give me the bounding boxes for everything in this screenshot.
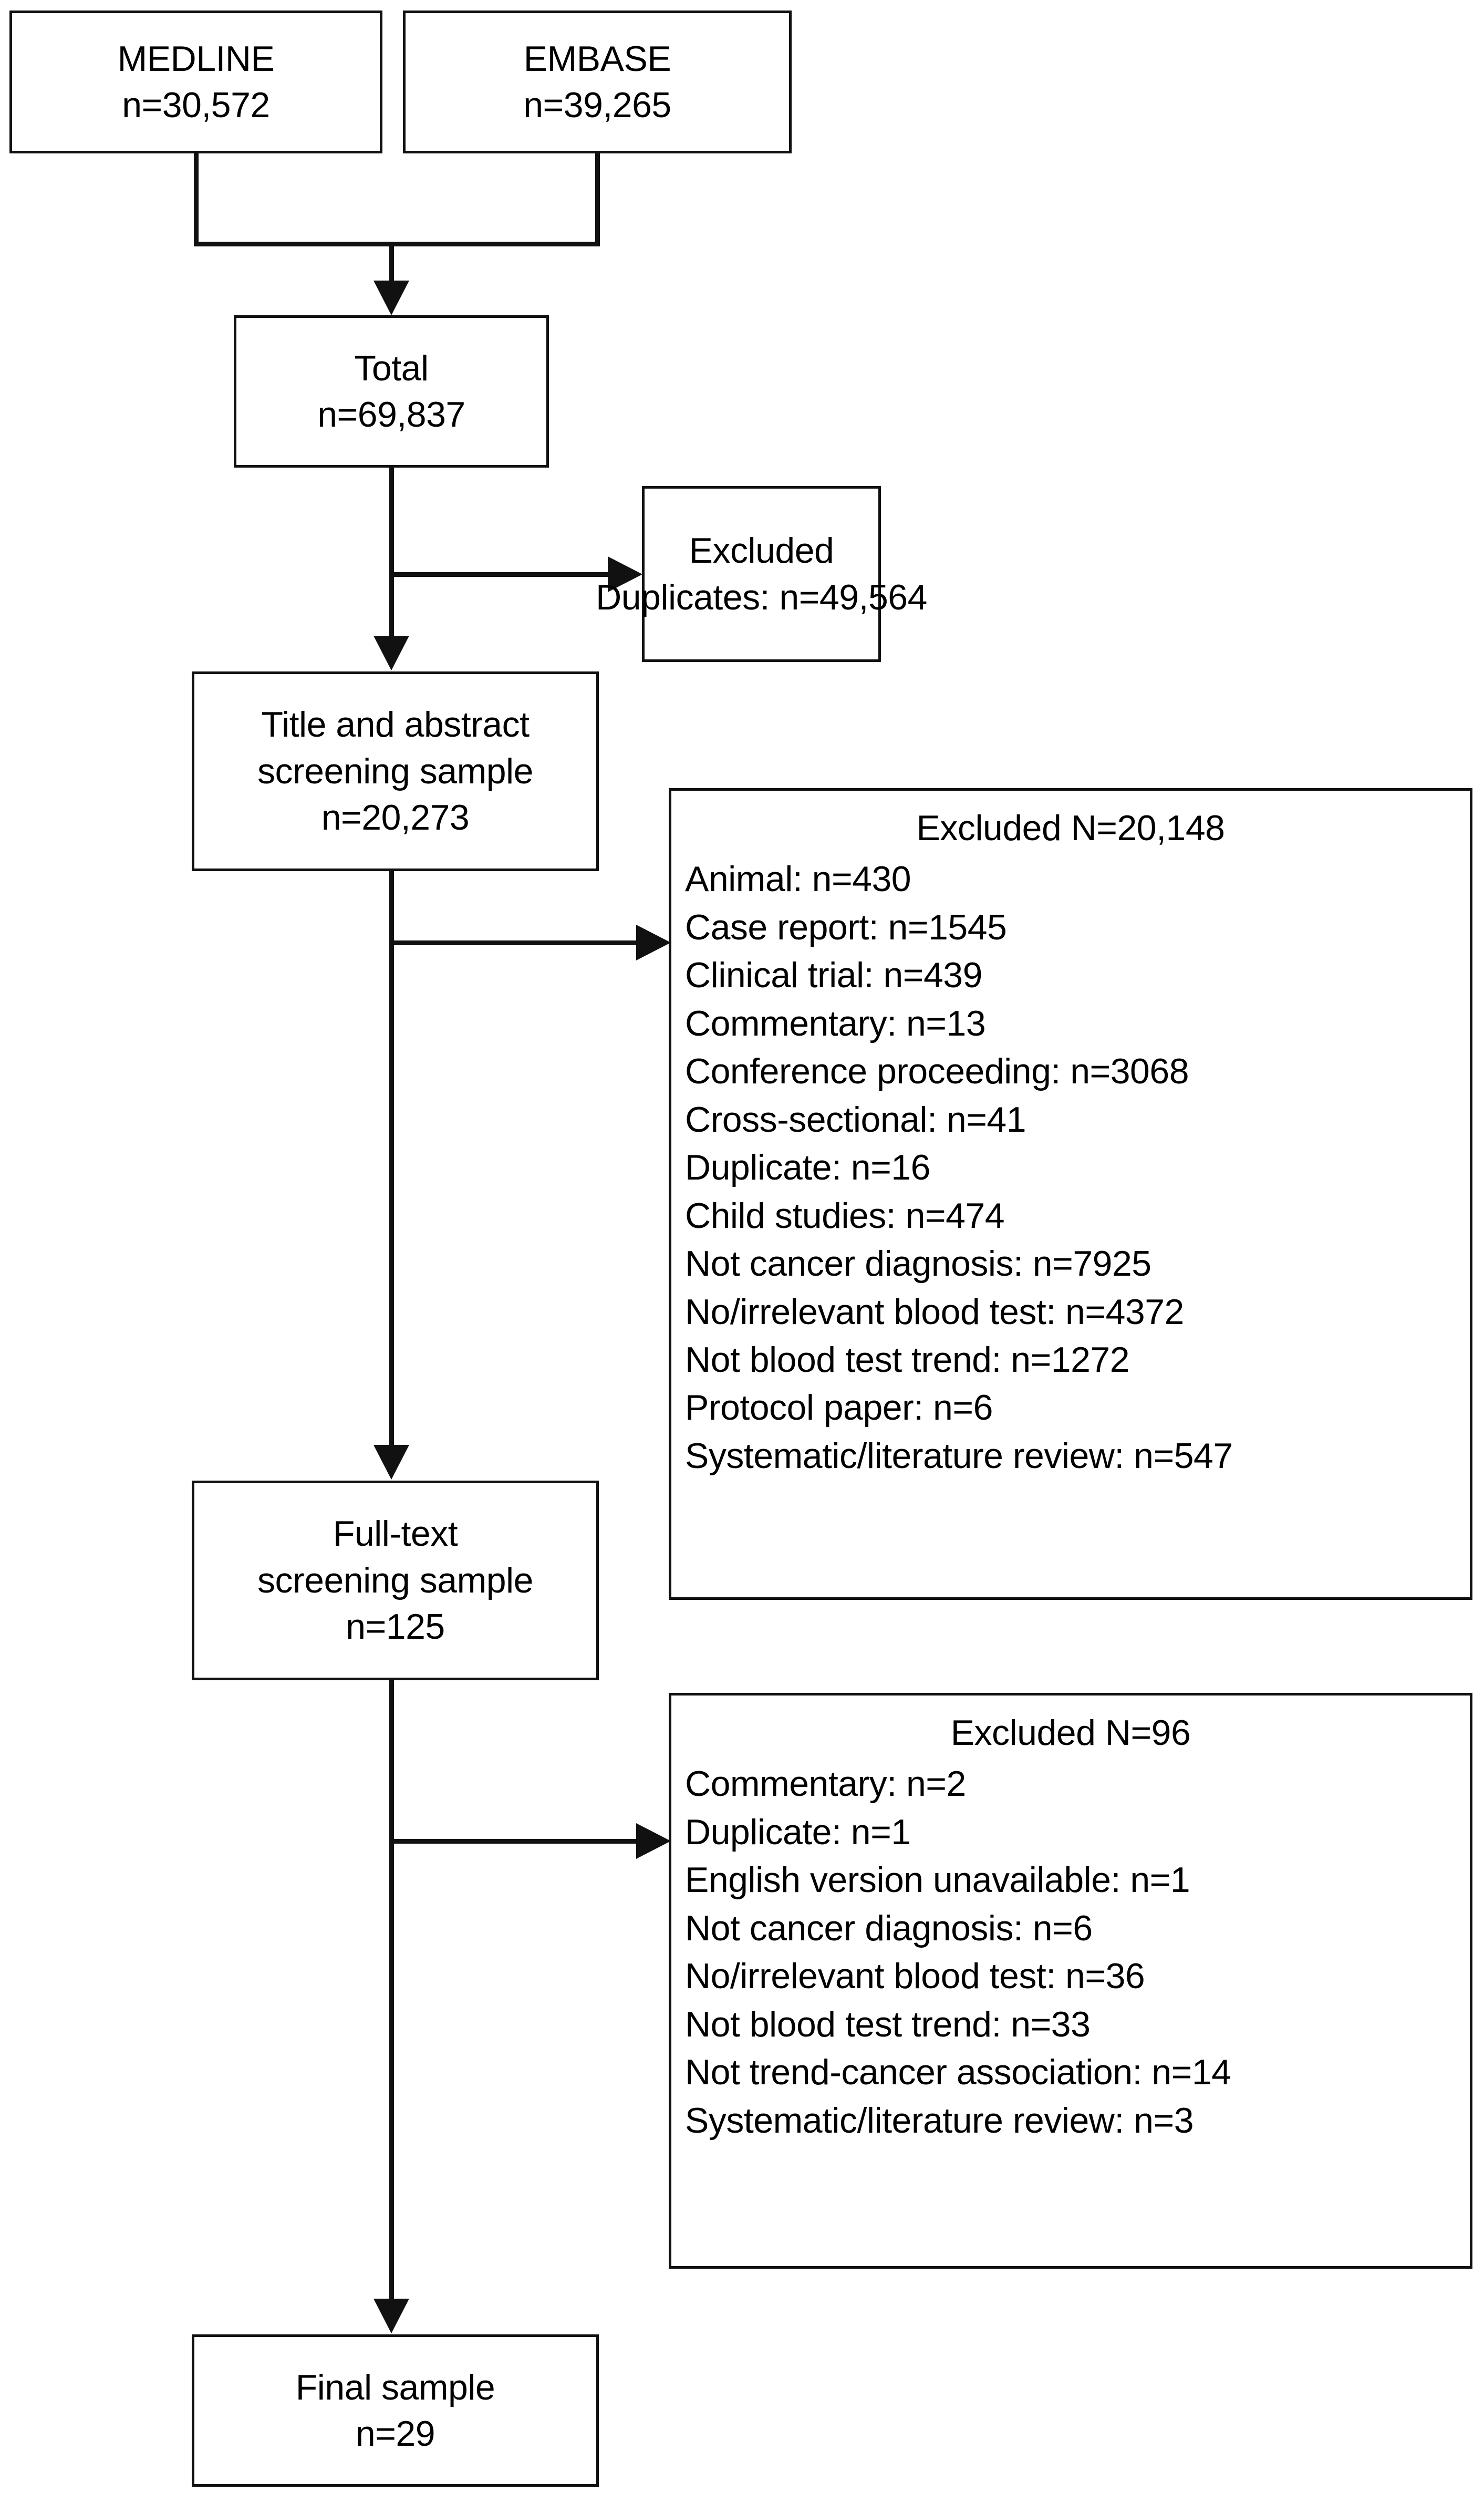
node-full-text-screening: Full-text screening sample n=125 bbox=[192, 1481, 599, 1680]
final-sample-count: n=29 bbox=[355, 2414, 435, 2454]
title-abstract-count: n=20,273 bbox=[321, 798, 470, 838]
excluded-item: Not cancer diagnosis: n=6 bbox=[685, 1908, 1093, 1948]
excluded-item: Not blood test trend: n=1272 bbox=[685, 1339, 1130, 1380]
connector-total-to-duplicates bbox=[389, 572, 609, 577]
node-embase: EMBASE n=39,265 bbox=[403, 11, 792, 153]
node-excluded-duplicates: Excluded Duplicates: n=49,564 bbox=[596, 486, 927, 662]
excluded-item: Protocol paper: n=6 bbox=[685, 1388, 993, 1428]
excluded-item: Not trend-cancer association: n=14 bbox=[685, 2052, 1231, 2093]
excluded-item: Animal: n=430 bbox=[685, 859, 911, 900]
arrow-to-total bbox=[373, 281, 409, 315]
connector-merge-down bbox=[389, 242, 394, 283]
full-text-count: n=125 bbox=[346, 1607, 445, 1647]
excluded-full-text-title: Excluded N=96 bbox=[950, 1713, 1191, 1753]
excluded-item: Duplicate: n=16 bbox=[685, 1147, 930, 1188]
arrow-to-excluded-full-text bbox=[636, 1823, 671, 1859]
medline-label: MEDLINE bbox=[117, 38, 275, 79]
excluded-item: No/irrelevant blood test: n=36 bbox=[685, 1956, 1145, 1997]
connector-title-abstract-down bbox=[389, 871, 394, 1447]
excluded-title-abstract-title: Excluded N=20,148 bbox=[916, 808, 1225, 848]
title-abstract-label-line2: screening sample bbox=[257, 751, 533, 791]
full-text-label-line2: screening sample bbox=[257, 1560, 533, 1600]
embase-count: n=39,265 bbox=[523, 85, 671, 125]
full-text-label-line1: Full-text bbox=[333, 1514, 458, 1554]
excluded-item: Systematic/literature review: n=547 bbox=[685, 1435, 1233, 1476]
arrow-to-title-abstract bbox=[373, 636, 409, 670]
arrow-to-final-sample bbox=[373, 2299, 409, 2333]
connector-total-down bbox=[389, 468, 394, 637]
excluded-item: Systematic/literature review: n=3 bbox=[685, 2100, 1194, 2141]
connector-full-text-to-excluded bbox=[389, 1839, 637, 1844]
connector-embase-down bbox=[595, 153, 600, 246]
excluded-duplicates-title: Excluded bbox=[689, 531, 834, 571]
excluded-item: Not cancer diagnosis: n=7925 bbox=[685, 1244, 1151, 1284]
excluded-item: Child studies: n=474 bbox=[685, 1195, 1005, 1236]
excluded-item: Commentary: n=2 bbox=[685, 1764, 966, 1804]
title-abstract-label-line1: Title and abstract bbox=[261, 705, 530, 745]
total-label: Total bbox=[354, 348, 429, 388]
excluded-item: Case report: n=1545 bbox=[685, 907, 1007, 947]
arrow-to-full-text bbox=[373, 1445, 409, 1480]
node-final-sample: Final sample n=29 bbox=[192, 2334, 599, 2487]
excluded-item: Commentary: n=13 bbox=[685, 1003, 986, 1043]
medline-count: n=30,572 bbox=[122, 85, 270, 125]
connector-merge-horizontal bbox=[194, 242, 600, 246]
total-count: n=69,837 bbox=[317, 395, 465, 435]
arrow-to-excluded-title-abstract bbox=[636, 925, 671, 960]
final-sample-label: Final sample bbox=[295, 2367, 495, 2407]
excluded-item: Not blood test trend: n=33 bbox=[685, 2004, 1091, 2044]
excluded-item: No/irrelevant blood test: n=4372 bbox=[685, 1291, 1184, 1332]
connector-title-abstract-to-excluded bbox=[389, 940, 637, 945]
node-title-abstract-screening: Title and abstract screening sample n=20… bbox=[192, 671, 599, 871]
connector-full-text-down bbox=[389, 1680, 394, 2300]
node-excluded-title-abstract: Excluded N=20,148 Animal: n=430 Case rep… bbox=[669, 788, 1472, 1600]
excluded-item: Conference proceeding: n=3068 bbox=[685, 1051, 1189, 1092]
node-excluded-full-text: Excluded N=96 Commentary: n=2 Duplicate:… bbox=[669, 1693, 1472, 2269]
excluded-item: Clinical trial: n=439 bbox=[685, 955, 982, 996]
connector-medline-down bbox=[194, 153, 199, 246]
embase-label: EMBASE bbox=[523, 38, 671, 79]
excluded-item: English version unavailable: n=1 bbox=[685, 1860, 1190, 1900]
node-medline: MEDLINE n=30,572 bbox=[9, 11, 382, 153]
excluded-duplicates-item: Duplicates: n=49,564 bbox=[596, 577, 927, 617]
node-total: Total n=69,837 bbox=[234, 315, 549, 468]
arrow-to-excluded-duplicates bbox=[608, 556, 642, 592]
excluded-item: Cross-sectional: n=41 bbox=[685, 1099, 1026, 1140]
excluded-item: Duplicate: n=1 bbox=[685, 1812, 911, 1852]
